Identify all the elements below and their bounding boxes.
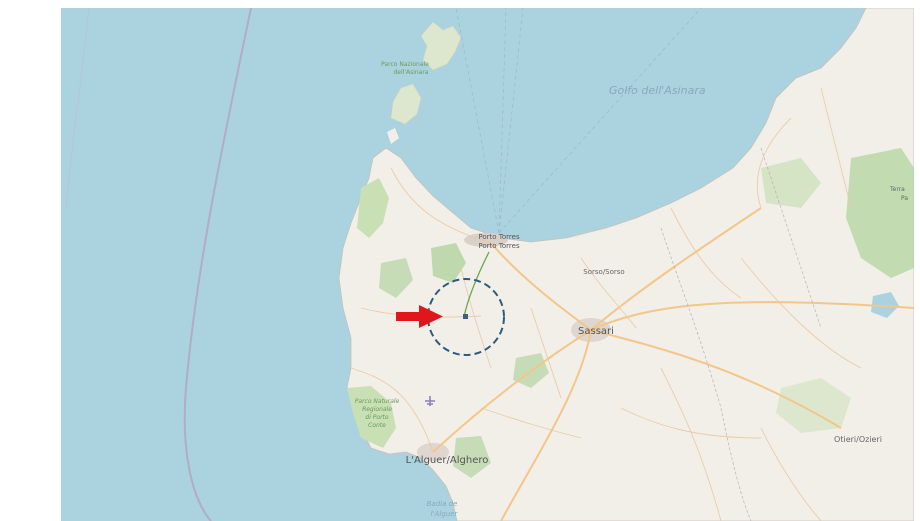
- maritime-boundary-outer: [65, 8, 90, 209]
- sassari-label: Sassari: [578, 326, 614, 337]
- lake: [871, 292, 899, 318]
- map-view[interactable]: Golfo dell'Asinara Parco Nazionale dell'…: [61, 8, 914, 521]
- park-asinara-label-1: Parco Nazionale: [381, 61, 429, 68]
- map-canvas: Golfo dell'Asinara Parco Nazionale dell'…: [61, 8, 914, 521]
- sorso-label: Sorso/Sorso: [583, 268, 624, 276]
- porto-torres-label-1: Porto Torres: [478, 233, 520, 241]
- islet: [387, 128, 399, 144]
- forest-patch: [431, 243, 466, 283]
- sea-label: Golfo dell'Asinara: [609, 84, 706, 97]
- alghero-label: L'Alguer/Alghero: [406, 455, 489, 466]
- bay-alghero-label-2: l'Alguer: [431, 510, 459, 518]
- minor-roads: [350, 87, 862, 521]
- red-arrow-icon: [396, 305, 443, 328]
- park-area-se: [776, 378, 851, 433]
- park-asinara-label-2: dell'Asinara: [393, 69, 428, 76]
- dashed-circle-icon: [427, 278, 505, 356]
- bay-alghero-label-1: Badia de: [427, 500, 458, 508]
- edge-label-1: Terra: [889, 186, 905, 193]
- admin-boundaries: [660, 147, 822, 521]
- forest-patch: [379, 258, 413, 298]
- park-porto-conte-label-4: Conte: [368, 422, 386, 429]
- forest-patch: [453, 436, 491, 478]
- park-porto-conte-label-3: di Porto: [365, 414, 388, 421]
- track-line: [463, 251, 490, 318]
- park-porto-conte-label-1: Parco Naturale: [355, 398, 400, 405]
- major-roads: [432, 207, 914, 521]
- porto-torres-urban: [464, 233, 508, 247]
- porto-torres-label-2: Porto Torres: [478, 242, 520, 250]
- sardinia-land: [338, 8, 914, 521]
- park-area-east: [761, 158, 821, 208]
- ferry-routes: [455, 8, 702, 234]
- airport-icon: [425, 396, 435, 406]
- edge-label-2: Pa: [901, 195, 908, 202]
- maritime-boundary: [183, 8, 252, 521]
- park-porto-conte-label-2: Regionale: [362, 406, 392, 413]
- ozieri-label: Otieri/Ozieri: [834, 435, 882, 444]
- park-porto-conte-area: [347, 386, 396, 448]
- park-area-nw: [357, 178, 389, 238]
- forest-east: [846, 148, 914, 278]
- location-point-icon: [463, 314, 468, 319]
